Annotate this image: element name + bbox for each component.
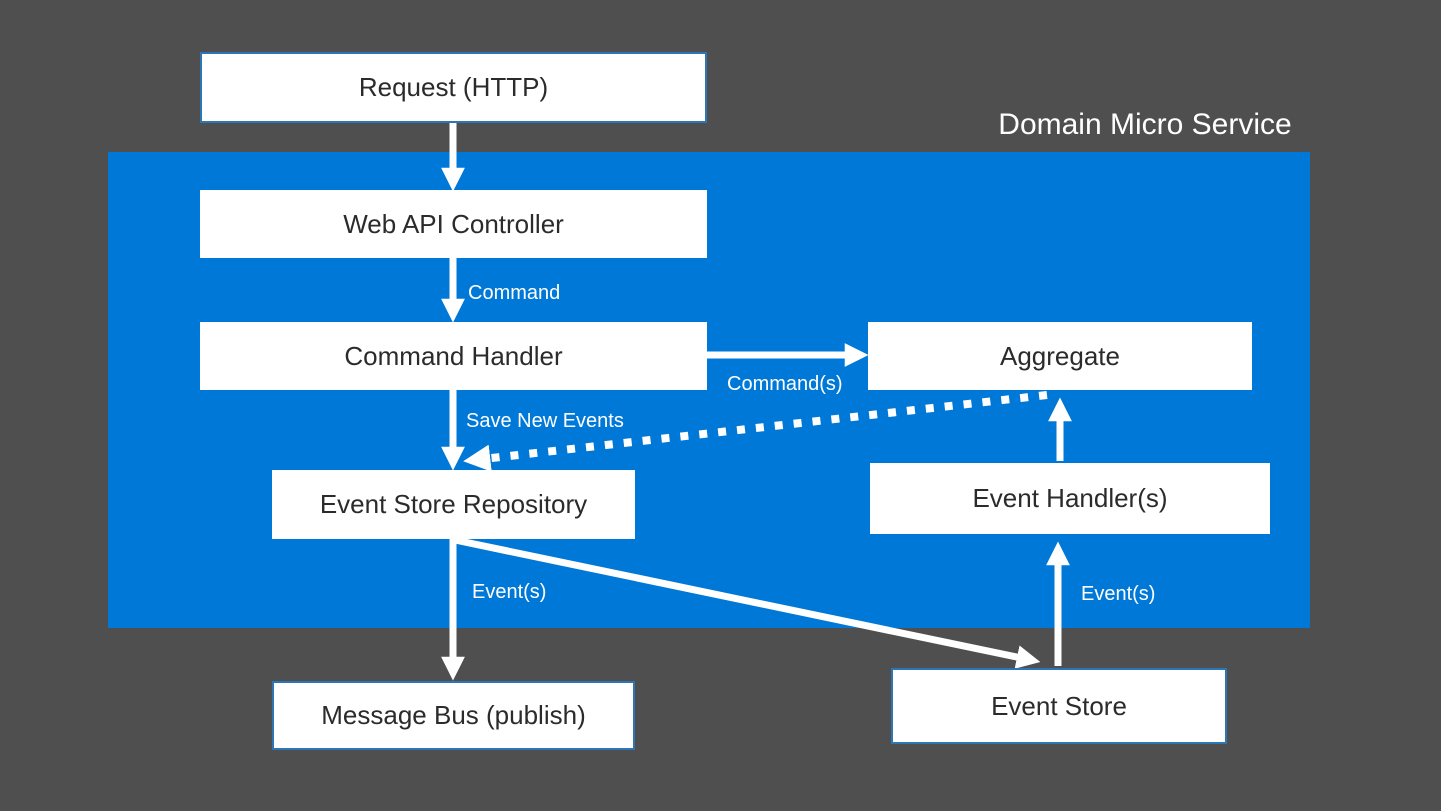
node-message-bus-label: Message Bus (publish): [321, 700, 586, 730]
node-web-api-controller-label: Web API Controller: [343, 208, 564, 239]
node-event-store-repository: Event Store Repository: [272, 470, 635, 539]
node-event-handlers-label: Event Handler(s): [972, 483, 1168, 513]
edge-label-save-new-events: Save New Events: [466, 410, 624, 432]
node-event-store-label: Event Store: [991, 690, 1127, 721]
diagram-title: Domain Micro Service: [998, 108, 1292, 141]
node-event-handlers: Event Handler(s): [870, 463, 1270, 534]
node-command-handler-label: Command Handler: [344, 340, 563, 371]
node-request-http-label: Request (HTTP): [358, 72, 549, 102]
node-request-http: Request (HTTP): [200, 52, 707, 123]
edge-label-command: Command: [468, 282, 561, 304]
node-web-api-controller: Web API Controller: [200, 190, 707, 258]
node-event-store-repository-label: Event Store Repository: [319, 489, 588, 519]
node-aggregate-label: Aggregate: [1000, 340, 1120, 371]
edge-label-events-to-message-bus: Event(s): [472, 581, 547, 603]
node-command-handler: Command Handler: [200, 322, 707, 390]
edge-label-commands: Command(s): [727, 373, 843, 395]
arrow-eventstorerepo-to-eventstore: [454, 536, 1041, 669]
edge-label-events-to-event-handlers: Event(s): [1081, 583, 1156, 605]
node-message-bus: Message Bus (publish): [272, 681, 635, 750]
arrow-aggregate-to-eventstorerepo-dotted: [463, 391, 1048, 472]
node-event-store: Event Store: [891, 668, 1227, 744]
node-aggregate: Aggregate: [868, 322, 1252, 390]
